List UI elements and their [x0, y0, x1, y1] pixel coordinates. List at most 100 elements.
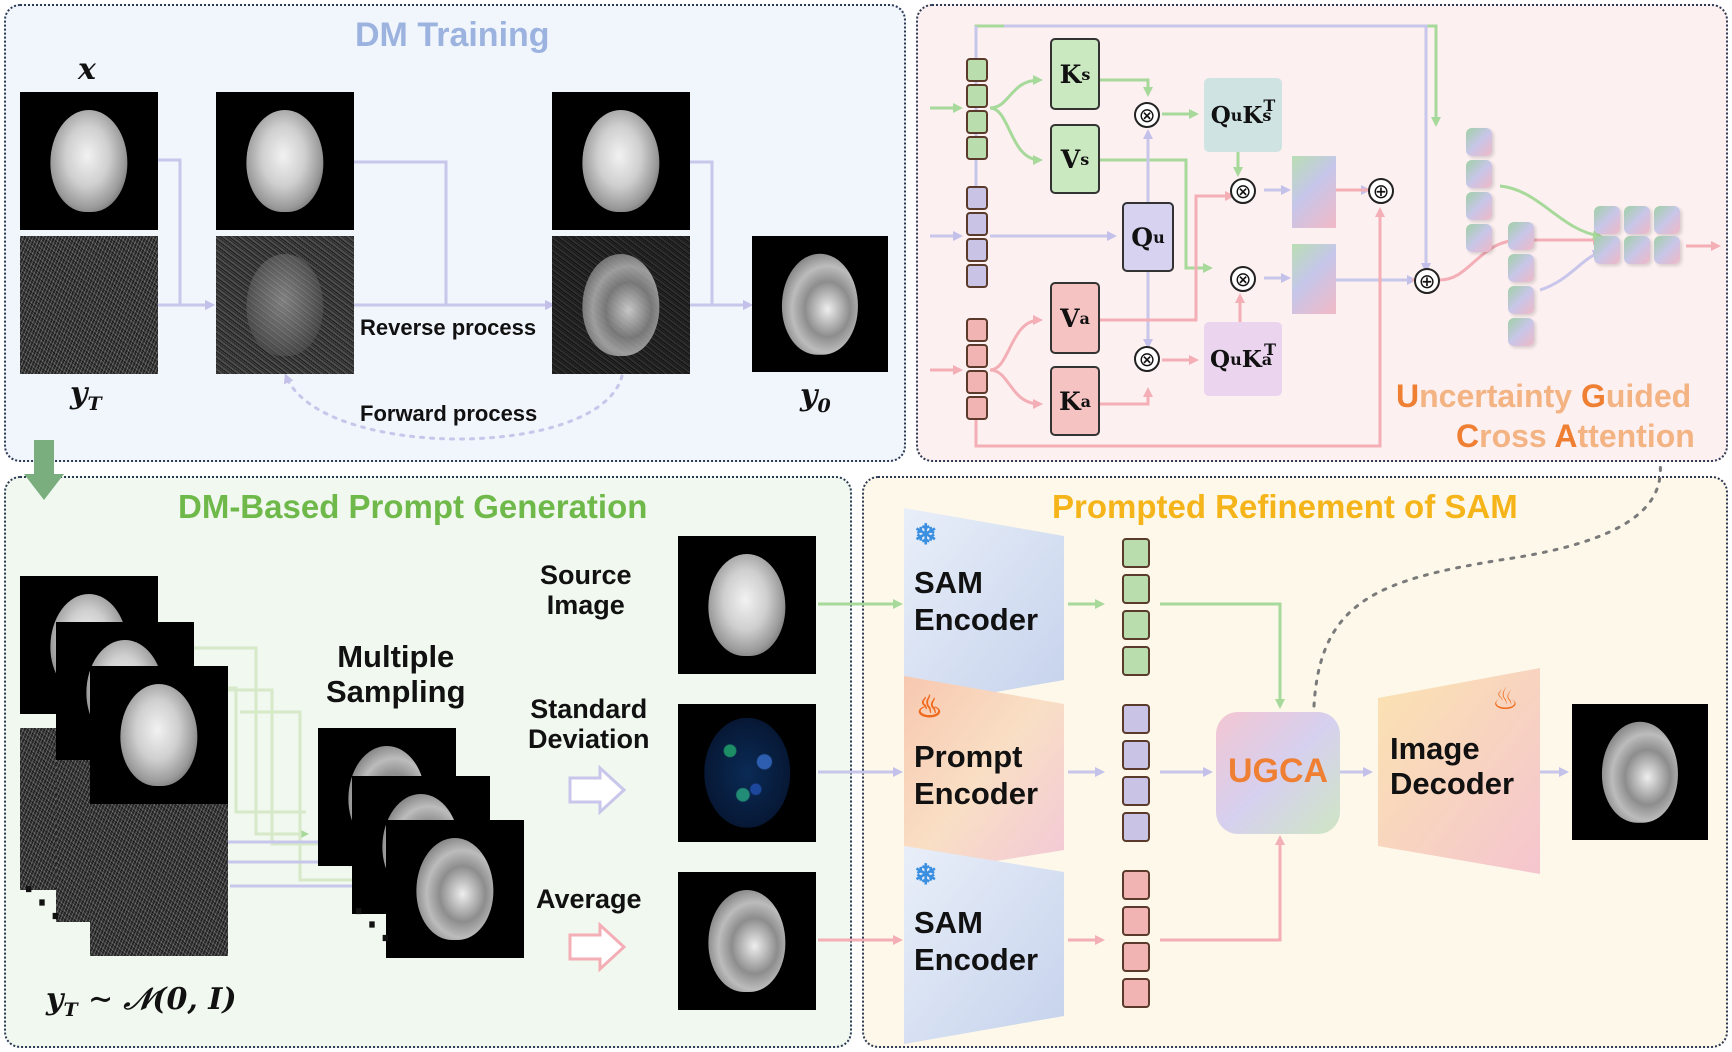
ellipsis-noise: ⋱ — [22, 880, 62, 924]
x-label: x — [78, 52, 96, 87]
noise-sample — [90, 794, 228, 956]
dm-training-arrows — [158, 158, 753, 441]
feature-cube — [1466, 192, 1492, 220]
attention-output-source — [1292, 156, 1336, 228]
prompt-generation-title: DM-Based Prompt Generation — [178, 488, 648, 525]
ugca-title-line2: Cross Attention — [1456, 418, 1695, 454]
prompt-embedding-token — [1122, 704, 1150, 734]
source-image — [678, 536, 816, 674]
prompt-embedding-token — [1122, 812, 1150, 842]
source-token — [966, 84, 988, 108]
average-image — [678, 872, 816, 1010]
uncertainty-token — [966, 238, 988, 262]
dm-training-panel — [4, 4, 906, 462]
fused-feature-cube — [1654, 236, 1680, 264]
uncertainty-token — [966, 212, 988, 236]
flame-icon: ♨ — [916, 691, 943, 724]
fused-feature-cube — [1594, 236, 1620, 264]
image-decoder-label: Image Decoder — [1390, 731, 1515, 801]
fused-feature-cube — [1624, 206, 1650, 234]
sam-encoder-top-label: SAM Encoder — [914, 565, 1039, 638]
refined-output-image — [1572, 704, 1708, 840]
sample-output — [386, 820, 524, 958]
source-embedding-token — [1122, 646, 1150, 676]
sam-encoder-bottom: ❄ SAM Encoder — [904, 846, 1064, 1044]
average-label: Average — [536, 884, 642, 914]
image-decoder-shape — [1378, 668, 1540, 874]
hollow-arrow-pink-icon — [568, 921, 627, 973]
source-embedding-token — [1122, 610, 1150, 640]
feature-cube — [1508, 286, 1534, 314]
average-token — [966, 344, 988, 368]
noise-distribution-formula: yT ∼ 𝒩(0, I) — [46, 982, 237, 1021]
fused-feature-cube — [1654, 206, 1680, 234]
frozen-icon: ❄ — [914, 859, 938, 890]
fused-feature-cube — [1624, 236, 1650, 264]
average-embedding-token — [1122, 942, 1150, 972]
feature-cube — [1466, 128, 1492, 156]
sam-encoder-top: ❄ SAM Encoder — [904, 508, 1064, 708]
add-op-top: ⊕ — [1368, 178, 1394, 204]
dm-training-title: DM Training — [355, 16, 550, 54]
average-embedding-token — [1122, 978, 1150, 1008]
sam-encoder-bottom-label: SAM Encoder — [914, 905, 1039, 978]
fused-feature-cube — [1594, 206, 1620, 234]
sam-encoder-bottom-shape — [904, 846, 1064, 1044]
refinement-title: Prompted Refinement of SAM — [1052, 488, 1518, 525]
feature-cube — [1508, 222, 1534, 250]
hollow-arrow-purple-icon — [568, 764, 627, 816]
ugca-module-shape — [1216, 712, 1340, 834]
source-embedding-token — [1122, 538, 1150, 568]
attention-output-average — [1292, 244, 1336, 314]
uncertainty-token — [966, 264, 988, 288]
output-image-y0 — [752, 236, 888, 372]
source-embedding-token — [1122, 574, 1150, 604]
condition-sample — [90, 666, 228, 804]
ugca-title-line1: Uncertainty Guided — [1396, 378, 1692, 414]
ugca-module-label: UGCA — [1228, 752, 1329, 790]
feature-cube — [1466, 160, 1492, 188]
feature-cube — [1466, 224, 1492, 252]
multiply-op-average: ⊗ — [1230, 266, 1256, 292]
prompt-embedding-token — [1122, 740, 1150, 770]
feature-cube — [1508, 318, 1534, 346]
sam-encoder-top-shape — [904, 508, 1064, 708]
multiply-op-top: ⊗ — [1134, 102, 1160, 128]
std-map-image — [678, 704, 816, 842]
multiply-op-source: ⊗ — [1230, 178, 1256, 204]
prompt-embedding-token — [1122, 776, 1150, 806]
multiply-op-bottom: ⊗ — [1134, 346, 1160, 372]
prompt-encoder: ♨ Prompt Encoder — [904, 676, 1064, 876]
noise-image-yT — [20, 236, 158, 374]
flame-icon: ♨ — [1492, 682, 1519, 717]
y0-label: y0 — [800, 378, 831, 417]
average-embedding-token — [1122, 870, 1150, 900]
ellipsis-samples: ⋱ — [352, 902, 392, 946]
step2-condition-image — [552, 92, 690, 230]
average-token — [966, 396, 988, 420]
average-embedding-token — [1122, 906, 1150, 936]
feature-cube — [1508, 254, 1534, 282]
add-op-bottom: ⊕ — [1414, 268, 1440, 294]
average-token — [966, 318, 988, 342]
prompt-encoder-shape — [904, 676, 1064, 876]
prompt-encoder-label: Prompt Encoder — [914, 739, 1039, 812]
uncertainty-token — [966, 186, 988, 210]
forward-process-label: Forward process — [360, 401, 538, 426]
step2-noisy-image — [552, 236, 690, 374]
yT-label: yT — [70, 376, 102, 415]
source-token — [966, 110, 988, 134]
average-token — [966, 370, 988, 394]
step1-condition-image — [216, 92, 354, 230]
